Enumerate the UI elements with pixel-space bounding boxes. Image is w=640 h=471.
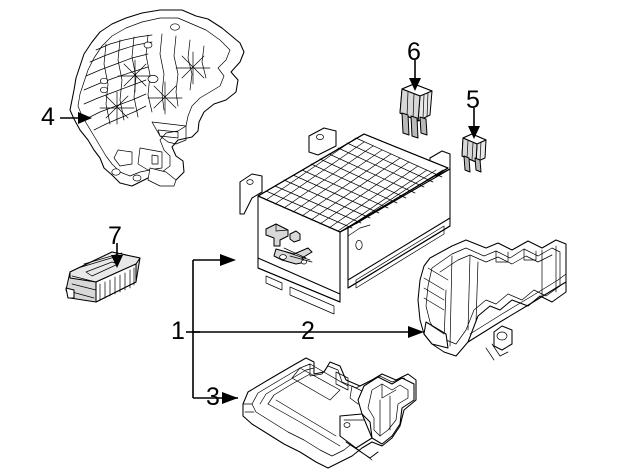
leader-lines — [60, 60, 480, 404]
callout-7[interactable]: 7 — [108, 222, 122, 250]
part-4-mounting-bracket — [69, 9, 245, 187]
part-7-retainer-clip — [65, 251, 141, 303]
part-3-lower-tray — [242, 357, 417, 469]
callout-4[interactable]: 4 — [41, 103, 55, 131]
callout-6[interactable]: 6 — [407, 38, 421, 66]
fuse-box-decal-symbol — [265, 223, 313, 265]
part-1-fuse-relay-box — [239, 127, 451, 315]
callout-3[interactable]: 3 — [206, 383, 220, 411]
part-6-blade-fuse — [399, 83, 433, 139]
part-5-mini-blade-fuse — [461, 133, 487, 173]
callout-1[interactable]: 1 — [171, 317, 185, 345]
callout-2[interactable]: 2 — [301, 317, 315, 345]
part-2-upper-cover — [417, 239, 567, 361]
callout-5[interactable]: 5 — [466, 86, 480, 114]
